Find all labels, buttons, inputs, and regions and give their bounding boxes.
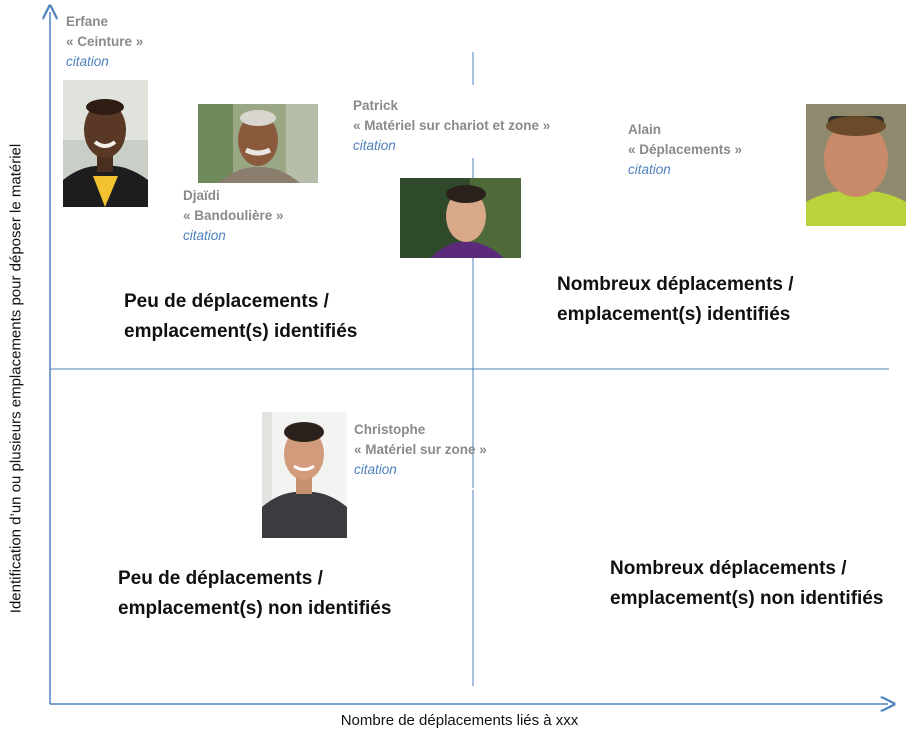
quadrant-top-left: Peu de déplacements / emplacement(s) ide… <box>124 287 357 347</box>
persona-djaidi: Djaïdi « Bandoulière » citation <box>183 186 284 246</box>
quadrant-line: emplacement(s) identifiés <box>124 321 358 342</box>
alain-photo <box>806 104 906 226</box>
persona-christophe: Christophe « Matériel sur zone » citatio… <box>354 420 487 480</box>
persona-alain: Alain « Déplacements » citation <box>628 120 742 180</box>
persona-quote: « Déplacements » <box>628 142 743 157</box>
persona-quote: « Matériel sur chariot et zone » <box>353 118 551 133</box>
persona-quote: « Matériel sur zone » <box>354 442 487 457</box>
quadrant-bottom-right: Nombreux déplacements / emplacement(s) n… <box>610 554 883 614</box>
persona-name: Alain <box>628 122 662 137</box>
y-axis-label: Identification d’un ou plusieurs emplace… <box>7 143 25 614</box>
persona-erfane: Erfane « Ceinture » citation <box>66 12 143 72</box>
persona-name: Djaïdi <box>183 188 220 203</box>
persona-citation-link[interactable]: citation <box>66 54 109 69</box>
quadrant-line: emplacement(s) non identifiés <box>610 588 884 609</box>
djaidi-photo <box>198 104 318 183</box>
persona-citation-link[interactable]: citation <box>183 228 226 243</box>
persona-name: Erfane <box>66 14 109 29</box>
persona-quote: « Bandoulière » <box>183 208 284 223</box>
christophe-photo <box>262 412 347 538</box>
persona-citation-link[interactable]: citation <box>628 162 671 177</box>
quadrant-line: Nombreux déplacements / <box>557 274 794 295</box>
persona-citation-link[interactable]: citation <box>353 138 396 153</box>
quadrant-line: Nombreux déplacements / <box>610 558 847 579</box>
persona-patrick: Patrick « Matériel sur chariot et zone »… <box>353 96 550 156</box>
erfane-photo <box>63 80 148 207</box>
quadrant-line: Peu de déplacements / <box>118 568 323 589</box>
quadrant-line: emplacement(s) non identifiés <box>118 598 392 619</box>
persona-name: Christophe <box>354 422 426 437</box>
persona-name: Patrick <box>353 98 399 113</box>
patrick-photo <box>400 178 521 258</box>
persona-citation-link[interactable]: citation <box>354 462 397 477</box>
quadrant-bottom-left: Peu de déplacements / emplacement(s) non… <box>118 564 391 624</box>
x-axis-label: Nombre de déplacements liés à xxx <box>340 712 579 729</box>
persona-quote: « Ceinture » <box>66 34 144 49</box>
quadrant-line: emplacement(s) identifiés <box>557 304 791 325</box>
quadrant-line: Peu de déplacements / <box>124 291 329 312</box>
quadrant-top-right: Nombreux déplacements / emplacement(s) i… <box>557 270 794 330</box>
